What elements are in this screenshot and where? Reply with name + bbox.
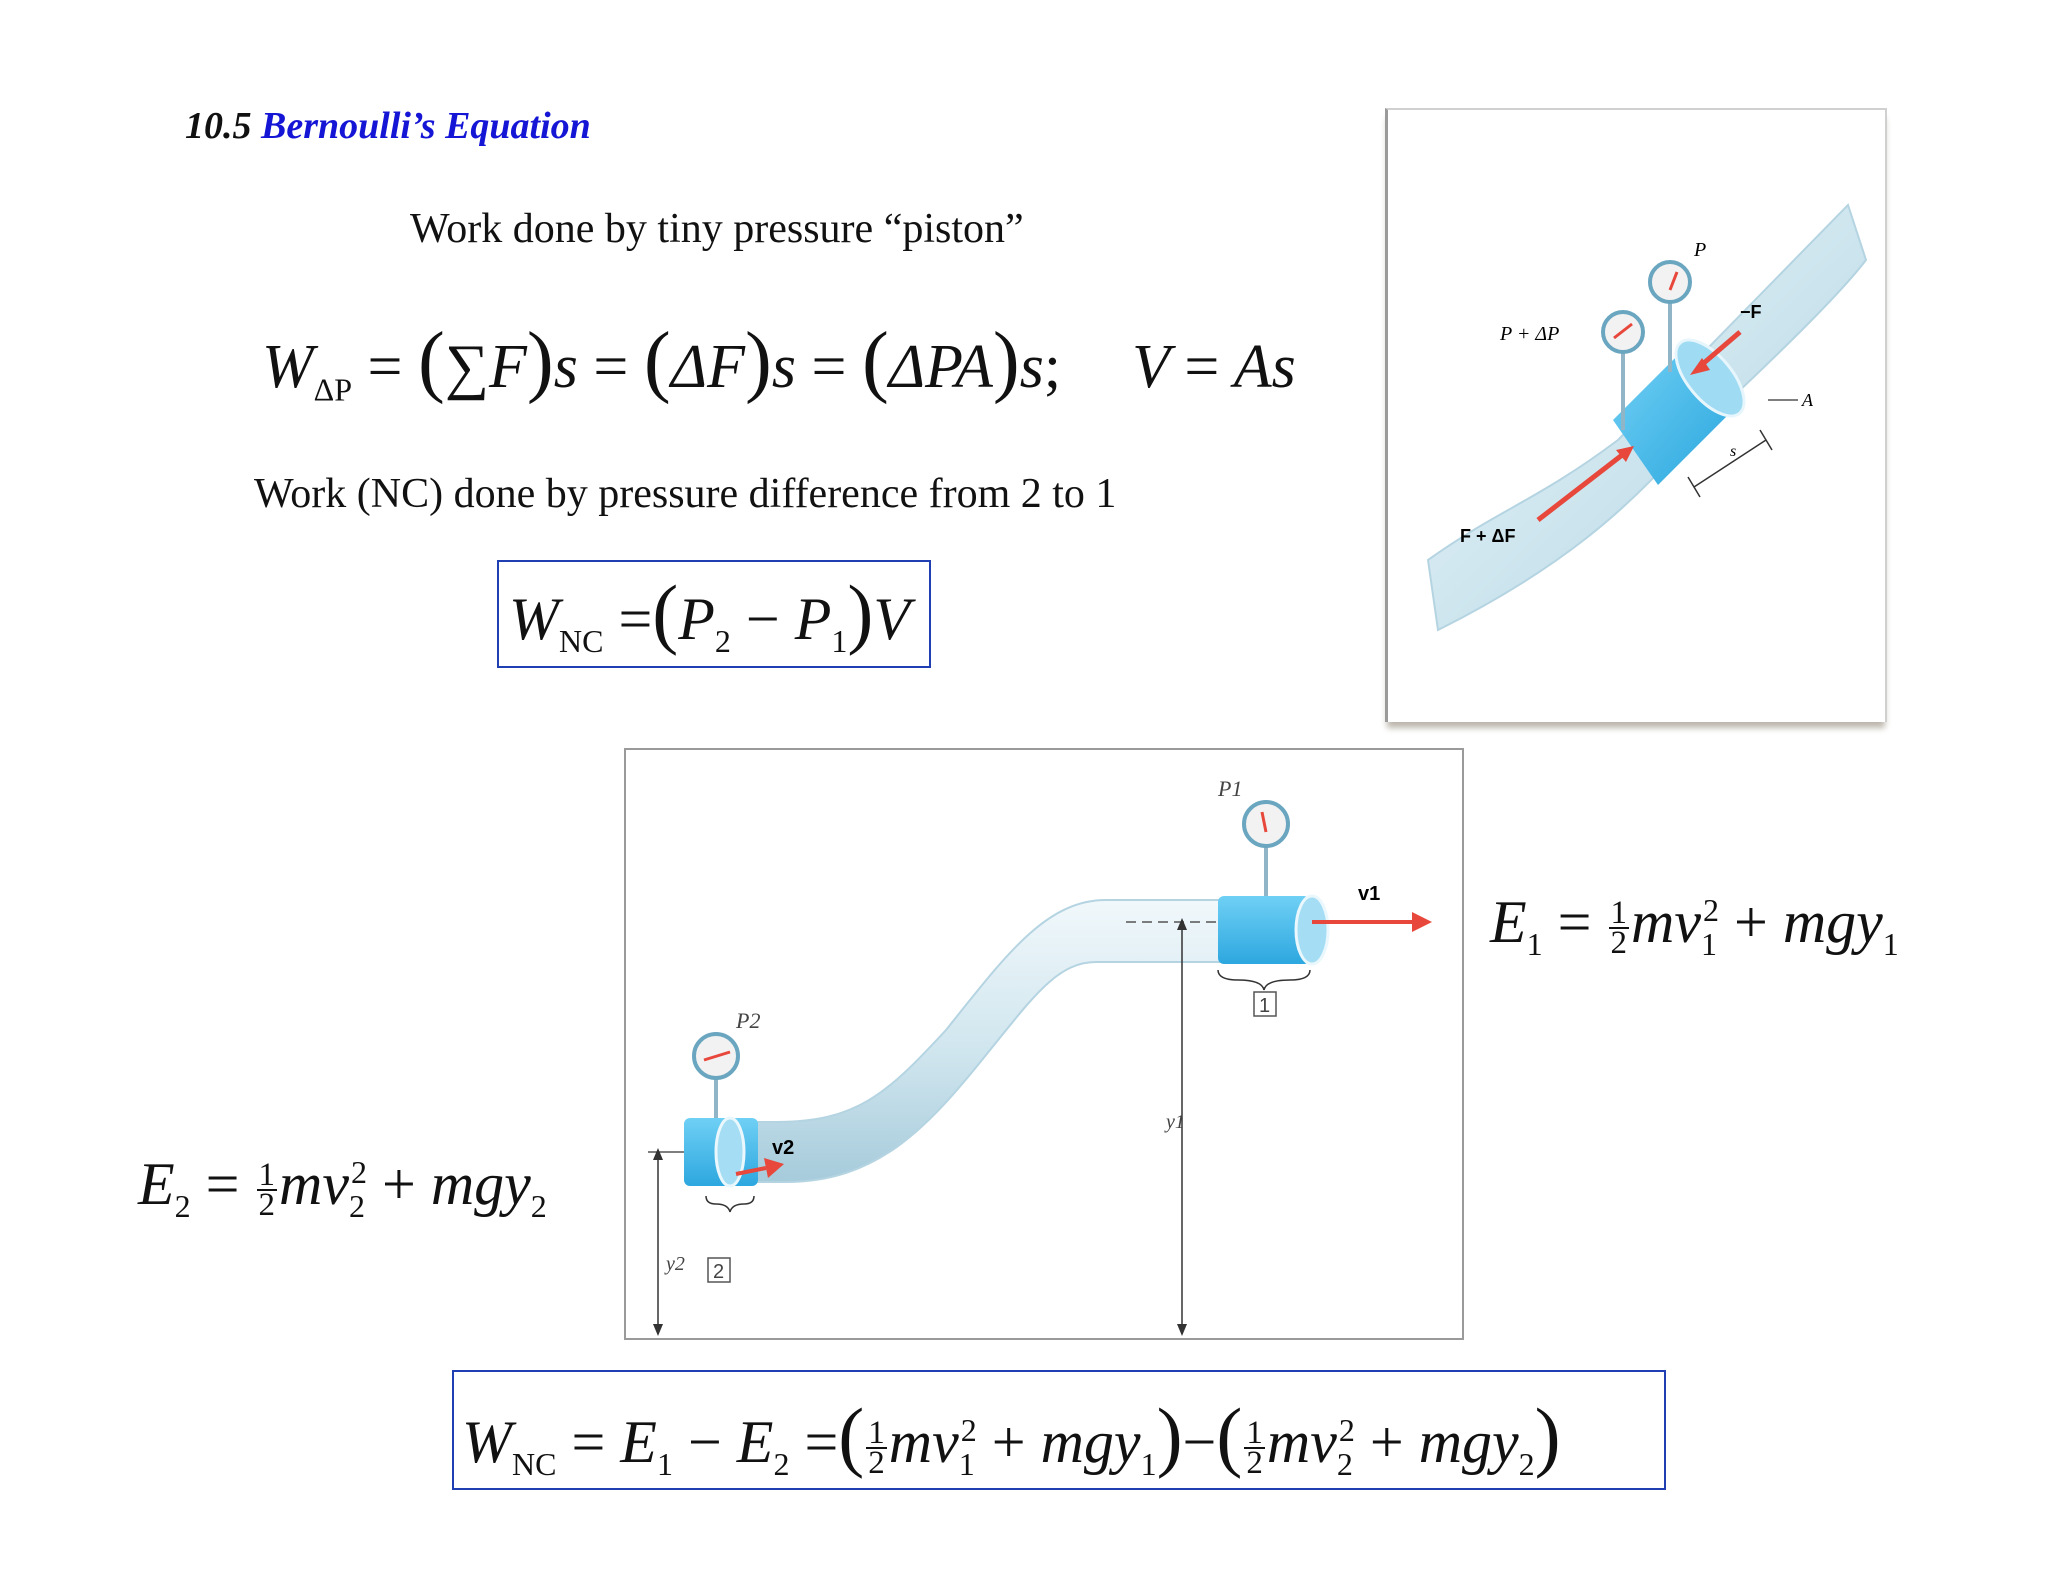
equation-work-dp: WΔP = (∑F)s = (ΔF)s = (ΔPA)s; V = As (262, 316, 1296, 408)
label-y2: y2 (664, 1253, 685, 1275)
gauge-p (1648, 260, 1692, 304)
box-1-label: 1 (1259, 995, 1270, 1017)
section-name: Bernoulli’s Equation (261, 105, 591, 147)
section-title: 10.5 Bernoulli’s Equation (185, 104, 591, 148)
piston-caption: Work done by tiny pressure “piston” (410, 206, 1024, 252)
label-a: A (1801, 390, 1814, 410)
nc-caption: Work (NC) done by pressure difference fr… (254, 471, 1117, 517)
label-v2: v2 (772, 1137, 794, 1159)
label-p: P (1693, 239, 1706, 261)
arrow-v2 (735, 1166, 767, 1176)
section-number: 10.5 (185, 105, 252, 147)
piston-diagram: P P + ΔP −F A s F + ΔF (1426, 203, 1868, 632)
label-p1: P1 (1217, 776, 1242, 801)
arrow-neg-f (1696, 330, 1742, 370)
label-s: s (1730, 443, 1736, 460)
equation-wnc-pressure: WNC =(P2 − P1)V (497, 560, 931, 668)
pipe-diagram-frame: 1 2 P1 P2 v1 v2 y1 y2 (624, 748, 1464, 1340)
label-y1: y1 (1164, 1111, 1185, 1133)
label-v1: v1 (1358, 883, 1380, 905)
pipe-diagram: 1 2 P1 P2 v1 v2 y1 y2 (648, 776, 1432, 1336)
label-p2: P2 (735, 1008, 760, 1033)
piston-1 (1218, 896, 1310, 964)
label-f-df: F + ΔF (1460, 526, 1515, 546)
box-2-label: 2 (713, 1261, 724, 1283)
label-p-dp: P + ΔP (1499, 323, 1559, 345)
gauge-p1 (1242, 800, 1290, 848)
arrow-f-df (1536, 450, 1628, 522)
piston-diagram-frame: P P + ΔP −F A s F + ΔF (1385, 108, 1887, 722)
label-neg-f: −F (1740, 302, 1762, 322)
